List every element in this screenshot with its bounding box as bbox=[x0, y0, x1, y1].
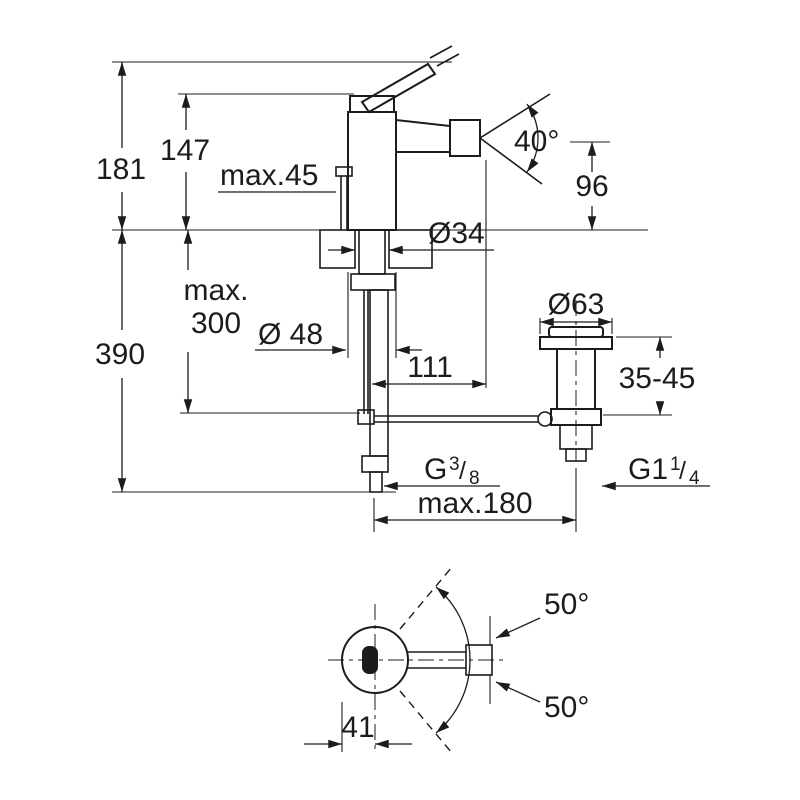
flex-hose bbox=[369, 289, 389, 457]
dim-max300-label-line1: max. bbox=[183, 274, 248, 307]
angle-arc-50-down bbox=[435, 659, 471, 734]
dim-max45-label: max.45 bbox=[220, 159, 318, 192]
dim-41-label: 41 bbox=[341, 711, 374, 744]
deck-left bbox=[319, 229, 356, 269]
threaded-shank bbox=[358, 229, 386, 275]
supply-hose-and-linkage bbox=[357, 289, 538, 493]
lever-tip-plan bbox=[465, 644, 493, 676]
dim-g114-label: G1 bbox=[628, 453, 668, 486]
hose-end-tube bbox=[369, 471, 383, 493]
plan-view: 50° 50° 41 bbox=[304, 566, 589, 754]
dim-max180-label: max.180 bbox=[417, 487, 532, 520]
swing-line-up bbox=[399, 566, 453, 630]
angle-arc-40 bbox=[526, 103, 539, 173]
dim-dia34-label: Ø34 bbox=[428, 217, 485, 250]
dim-96-label: 96 bbox=[575, 170, 608, 203]
dim-g114-denominator: 4 bbox=[689, 468, 700, 489]
lever-handle bbox=[360, 62, 437, 114]
dim-50deg-down-label: 50° bbox=[544, 691, 589, 724]
dimension-lines: 181 147 max.45 40° 96 Ø34 max. 300 390 Ø… bbox=[95, 62, 710, 525]
dim-g38-numerator: 3 bbox=[449, 454, 460, 475]
deck-right bbox=[388, 229, 433, 269]
dim-g114-slash: / bbox=[679, 457, 686, 485]
dim-181-label: 181 bbox=[96, 153, 146, 186]
angle-arc-50-up bbox=[435, 586, 471, 661]
faucet-body bbox=[347, 111, 397, 231]
dim-g38-denominator: 8 bbox=[469, 468, 480, 489]
aerator bbox=[449, 119, 481, 157]
faucet-base-plan bbox=[341, 626, 409, 694]
faucet-side-view bbox=[335, 45, 481, 231]
spray-line-upper bbox=[479, 93, 551, 139]
pop-up-knob bbox=[335, 166, 353, 177]
dim-40deg-label: 40° bbox=[514, 125, 559, 158]
rod-elbow bbox=[357, 409, 375, 425]
dim-147-label: 147 bbox=[160, 134, 210, 167]
dim-111-label: 111 bbox=[407, 351, 453, 384]
waste-valve bbox=[537, 300, 613, 462]
mounting-deck-section bbox=[319, 229, 433, 291]
rod-ball-joint bbox=[537, 411, 553, 427]
spout bbox=[395, 118, 451, 153]
lever-hole bbox=[362, 646, 378, 674]
dim-390-label: 390 bbox=[95, 338, 145, 371]
lever-tip-stroke bbox=[436, 53, 460, 67]
dim-max300-label-line2: 300 bbox=[191, 307, 241, 340]
dim-g38-slash: / bbox=[459, 457, 466, 485]
dim-3545-label: 35-45 bbox=[619, 362, 696, 395]
dim-dia48-label: Ø 48 bbox=[258, 318, 323, 351]
waste-outlet bbox=[565, 448, 587, 462]
mounting-nut bbox=[350, 273, 396, 291]
dim-50deg-up-label: 50° bbox=[544, 588, 589, 621]
dim-dia63-label: Ø63 bbox=[548, 288, 605, 321]
hose-connector-nut bbox=[361, 455, 389, 473]
spray-cone bbox=[479, 93, 551, 185]
dim-g114-numerator: 1 bbox=[670, 454, 681, 475]
dim-g38-label: G bbox=[424, 453, 447, 486]
lever-tip-stroke bbox=[429, 45, 453, 59]
spray-line-lower bbox=[479, 137, 543, 185]
